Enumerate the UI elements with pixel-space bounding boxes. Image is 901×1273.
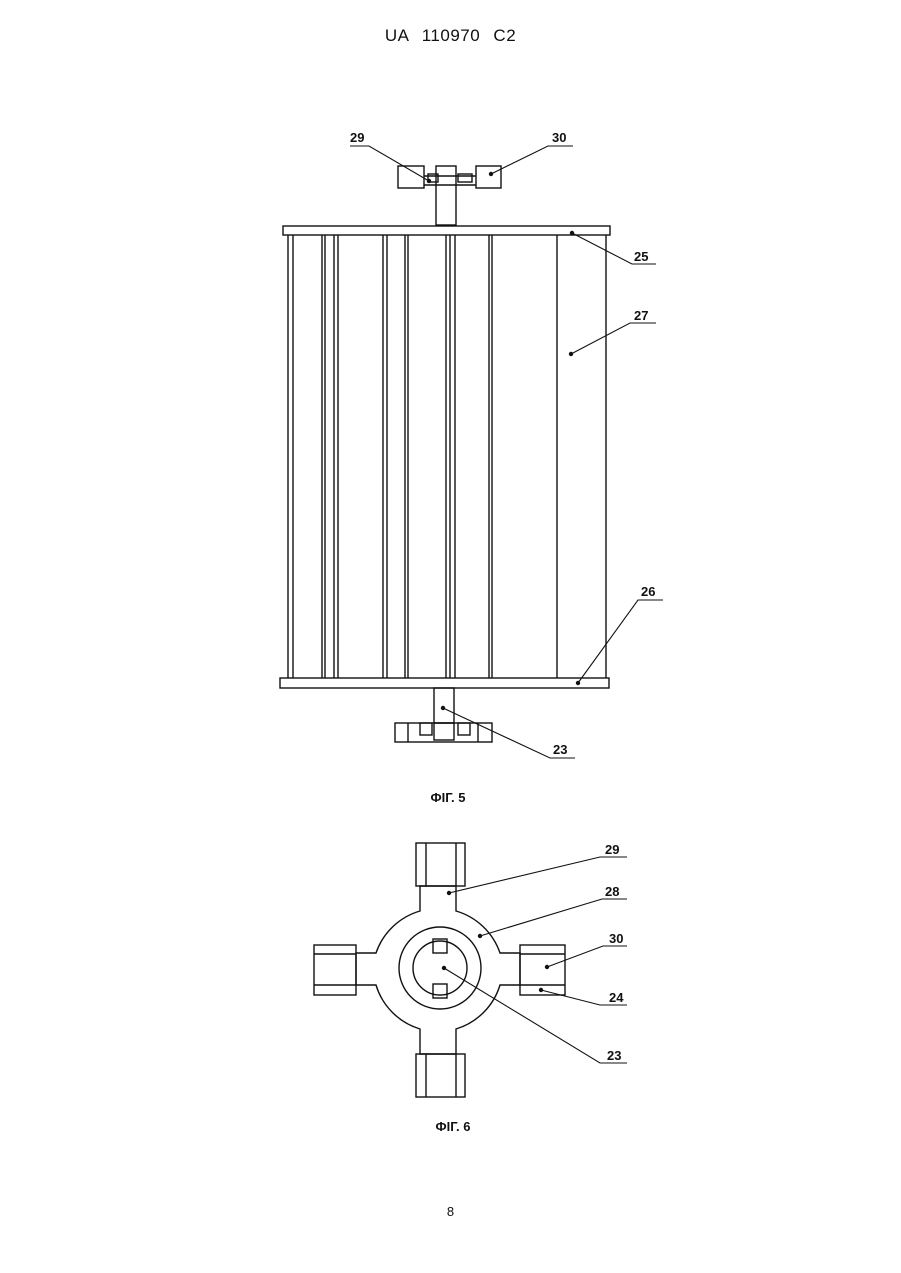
vertical-blades [322, 235, 557, 678]
fig5-label-26: 26 [641, 584, 655, 599]
bottom-plate [280, 678, 609, 688]
fig6-label-24: 24 [609, 990, 624, 1005]
blade-holders [314, 843, 565, 1097]
fig6-label-28: 28 [605, 884, 619, 899]
bottom-shaft [434, 688, 454, 723]
fig5-label-30: 30 [552, 130, 566, 145]
page-number: 8 [0, 1204, 901, 1219]
fig5-label-29: 29 [350, 130, 364, 145]
fig6-label-23: 23 [607, 1048, 621, 1063]
shaft-circle [413, 941, 467, 995]
fig5-label-25: 25 [634, 249, 648, 264]
top-blade-holder-right [476, 166, 501, 188]
shaft-key-bottom [433, 984, 447, 998]
figure-6-caption: ФІГ. 6 [436, 1119, 471, 1134]
hub-with-arms [356, 886, 520, 1054]
fig6-label-30: 30 [609, 931, 623, 946]
top-shaft [436, 166, 456, 225]
figure-5 [280, 146, 663, 758]
top-blade-holder-left [398, 166, 424, 188]
fig5-label-23: 23 [553, 742, 567, 757]
figure-5-caption: ФІГ. 5 [431, 790, 466, 805]
top-plate [283, 226, 610, 235]
fig5-label-27: 27 [634, 308, 648, 323]
figure-6 [314, 843, 627, 1097]
fig6-label-29: 29 [605, 842, 619, 857]
